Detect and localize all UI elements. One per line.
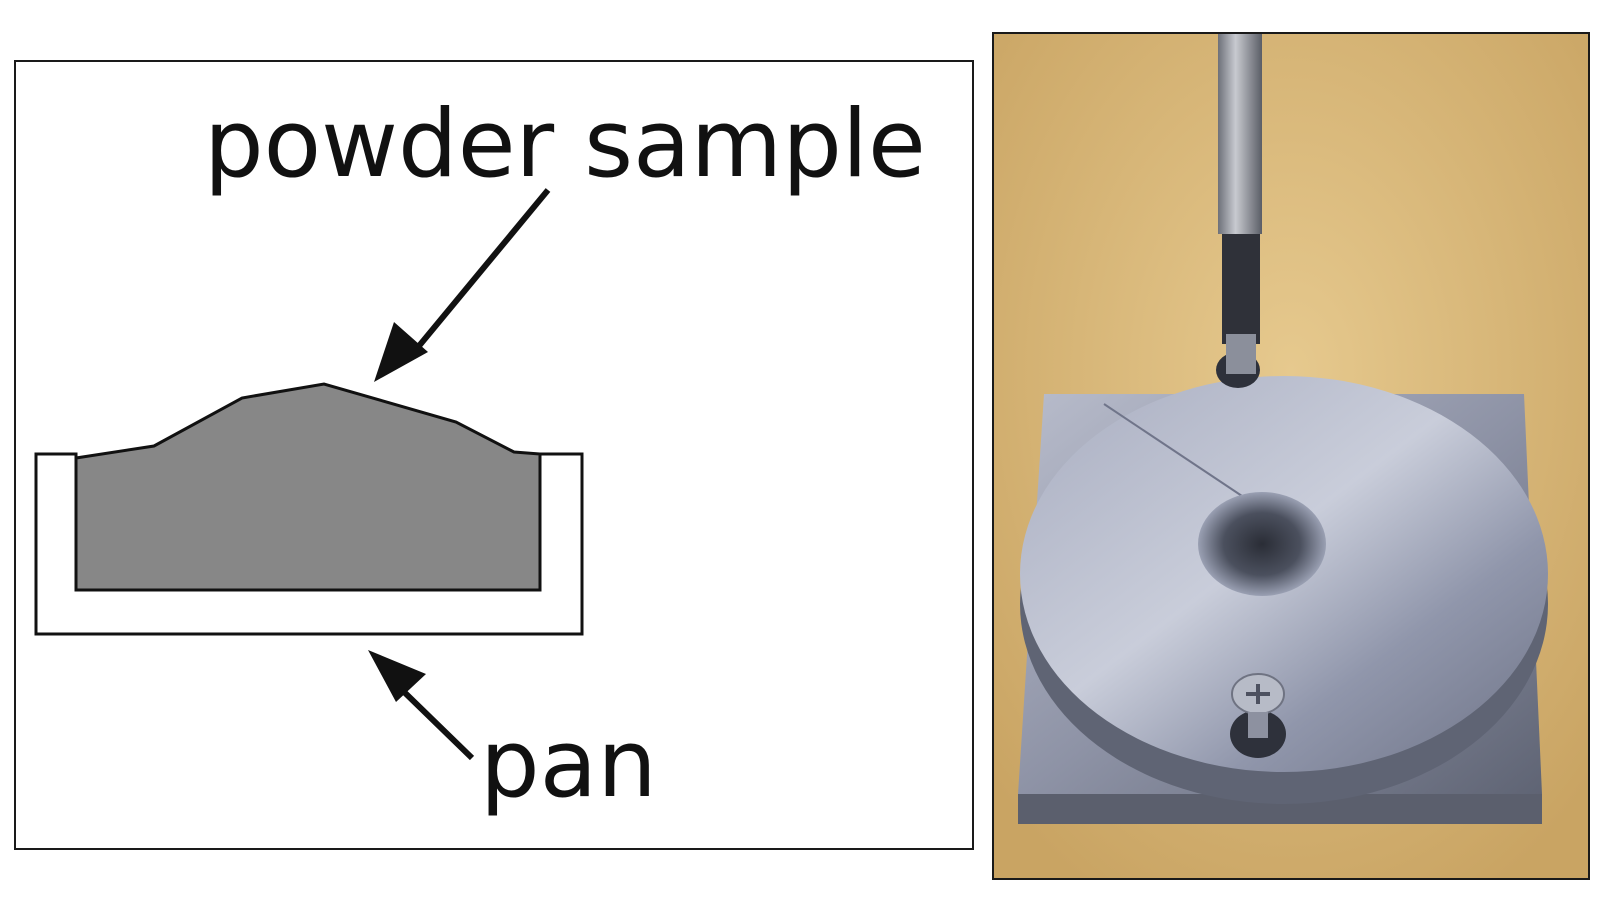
powder-sample-arrow [374, 188, 551, 382]
pan-arrow [368, 650, 475, 761]
powder-sample-shape [74, 382, 542, 592]
sample-well [1198, 492, 1326, 596]
pan-label: pan [480, 710, 657, 819]
diagram-canvas [34, 188, 584, 761]
diagram-panel: powder sample pan [14, 60, 974, 850]
sample-holder-image [994, 34, 1588, 878]
sample-holder-photo [992, 32, 1590, 880]
screwdriver-rod [1218, 34, 1262, 234]
powder-sample-label: powder sample [204, 90, 926, 199]
